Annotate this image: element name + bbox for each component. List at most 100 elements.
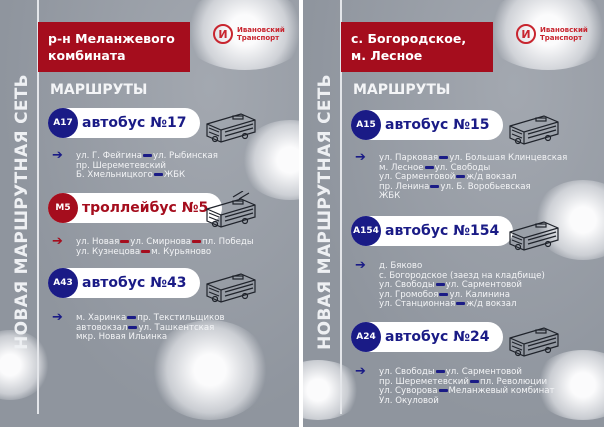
logo-mark-icon: И [213, 24, 233, 44]
stop-separator [456, 175, 466, 179]
route-name: троллейбус №5 [82, 200, 209, 216]
divider-line [37, 0, 39, 415]
bus-icon [508, 214, 560, 256]
cloud-decoration [483, 0, 604, 70]
route-stops: ➔ ул. Новая ул. Смирнова пл. Победы ул. Кузн… [52, 234, 254, 257]
stop-name: ул. Сарментовой [379, 172, 456, 183]
stop-name: с. Богородское (заезд на кладбище) [379, 270, 545, 281]
trolleybus-icon [205, 190, 257, 233]
logo-mark-icon: И [516, 24, 536, 44]
stop-name: Меланжевый комбинат [448, 386, 555, 397]
logo-line: Ивановский [540, 26, 588, 34]
cloud-decoration [533, 180, 604, 260]
stop-name: ул. Громобоя [379, 289, 439, 300]
route-name: автобус №24 [385, 329, 490, 345]
logo-line: Транспорт [540, 34, 583, 42]
stop-name: ул. Б. Воробьевская [440, 181, 531, 192]
stop-name: пр. Текстильщиков [137, 313, 225, 323]
stop-name: ул. Кузнецова [76, 246, 141, 257]
stop-name: ул. Ташкентская [138, 322, 215, 333]
stop-name: ул. Г. Фейгина [76, 151, 143, 161]
stops-line: автовокзал ул. Ташкентская [76, 322, 225, 334]
route-code-badge: А154 [351, 216, 381, 246]
bus-icon [205, 106, 257, 148]
stop-name: ул. Смирнова [130, 237, 192, 247]
stop-name: ул. Суворова [379, 386, 438, 397]
stop-separator [439, 292, 449, 296]
stops-line: ЖБК [379, 192, 567, 202]
stop-name: пл. Победы [202, 237, 254, 247]
stop-name: Б. Хмельницкого [76, 170, 153, 181]
stop-separator [127, 316, 137, 319]
logo-line: Транспорт [237, 34, 280, 42]
arrow-right-icon: ➔ [52, 234, 63, 249]
stop-name: автовокзал [76, 322, 128, 333]
stop-separator [424, 165, 434, 169]
route-code-badge: А17 [48, 108, 78, 138]
stops-line: мкр. Новая Ильинка [76, 332, 225, 343]
stop-separator [469, 379, 479, 383]
stop-name: пр. Шереметевский [76, 160, 166, 171]
arrow-right-icon: ➔ [52, 310, 63, 325]
stop-name: ЖБК [379, 191, 401, 202]
route-code-badge: А15 [351, 110, 381, 140]
stops-line: д. Бяково [379, 261, 545, 272]
stop-name: д. Бяково [379, 261, 423, 271]
route-code-badge: А43 [48, 268, 78, 298]
route-name: автобус №15 [385, 117, 490, 133]
section-label: МАРШРУТЫ [50, 82, 148, 98]
stop-name: мкр. Новая Ильинка [76, 332, 168, 343]
bus-icon [205, 266, 257, 308]
route-name: автобус №17 [82, 115, 187, 131]
stop-name: ул. Свободы [434, 162, 491, 173]
header-line: м. Лесное [351, 48, 423, 63]
route-code-badge: М5 [48, 193, 78, 223]
stops-line: с. Богородское (заезд на кладбище) [379, 270, 545, 282]
stop-separator [456, 302, 466, 306]
stop-separator [430, 184, 440, 188]
stops-line: Ул. Окуловой [379, 395, 554, 407]
cloud-decoration [533, 350, 604, 420]
stop-name: Ул. Окуловой [379, 395, 439, 406]
section-label: МАРШРУТЫ [353, 82, 451, 98]
route-name: автобус №154 [385, 223, 500, 239]
stop-separator [120, 240, 130, 243]
cloud-decoration [150, 320, 270, 420]
stop-name: ул. Новая [76, 237, 120, 247]
bus-icon [508, 108, 560, 150]
stop-separator [143, 154, 153, 157]
stop-name: м. Курьяново [151, 246, 212, 257]
cloud-decoration [180, 0, 299, 70]
stop-name: ул. Сарментовой [445, 280, 522, 291]
vertical-title: НОВАЯ МАРШРУТНАЯ СЕТЬ [315, 74, 335, 350]
bus-icon [508, 320, 560, 362]
arrow-right-icon: ➔ [355, 364, 366, 379]
stop-name: ул. Свободы [379, 367, 435, 377]
divider-line [340, 0, 342, 415]
logo-line: Ивановский [237, 26, 285, 34]
stop-name: ул. Калинина [449, 289, 511, 300]
stop-name: пл. Революции [479, 376, 548, 387]
